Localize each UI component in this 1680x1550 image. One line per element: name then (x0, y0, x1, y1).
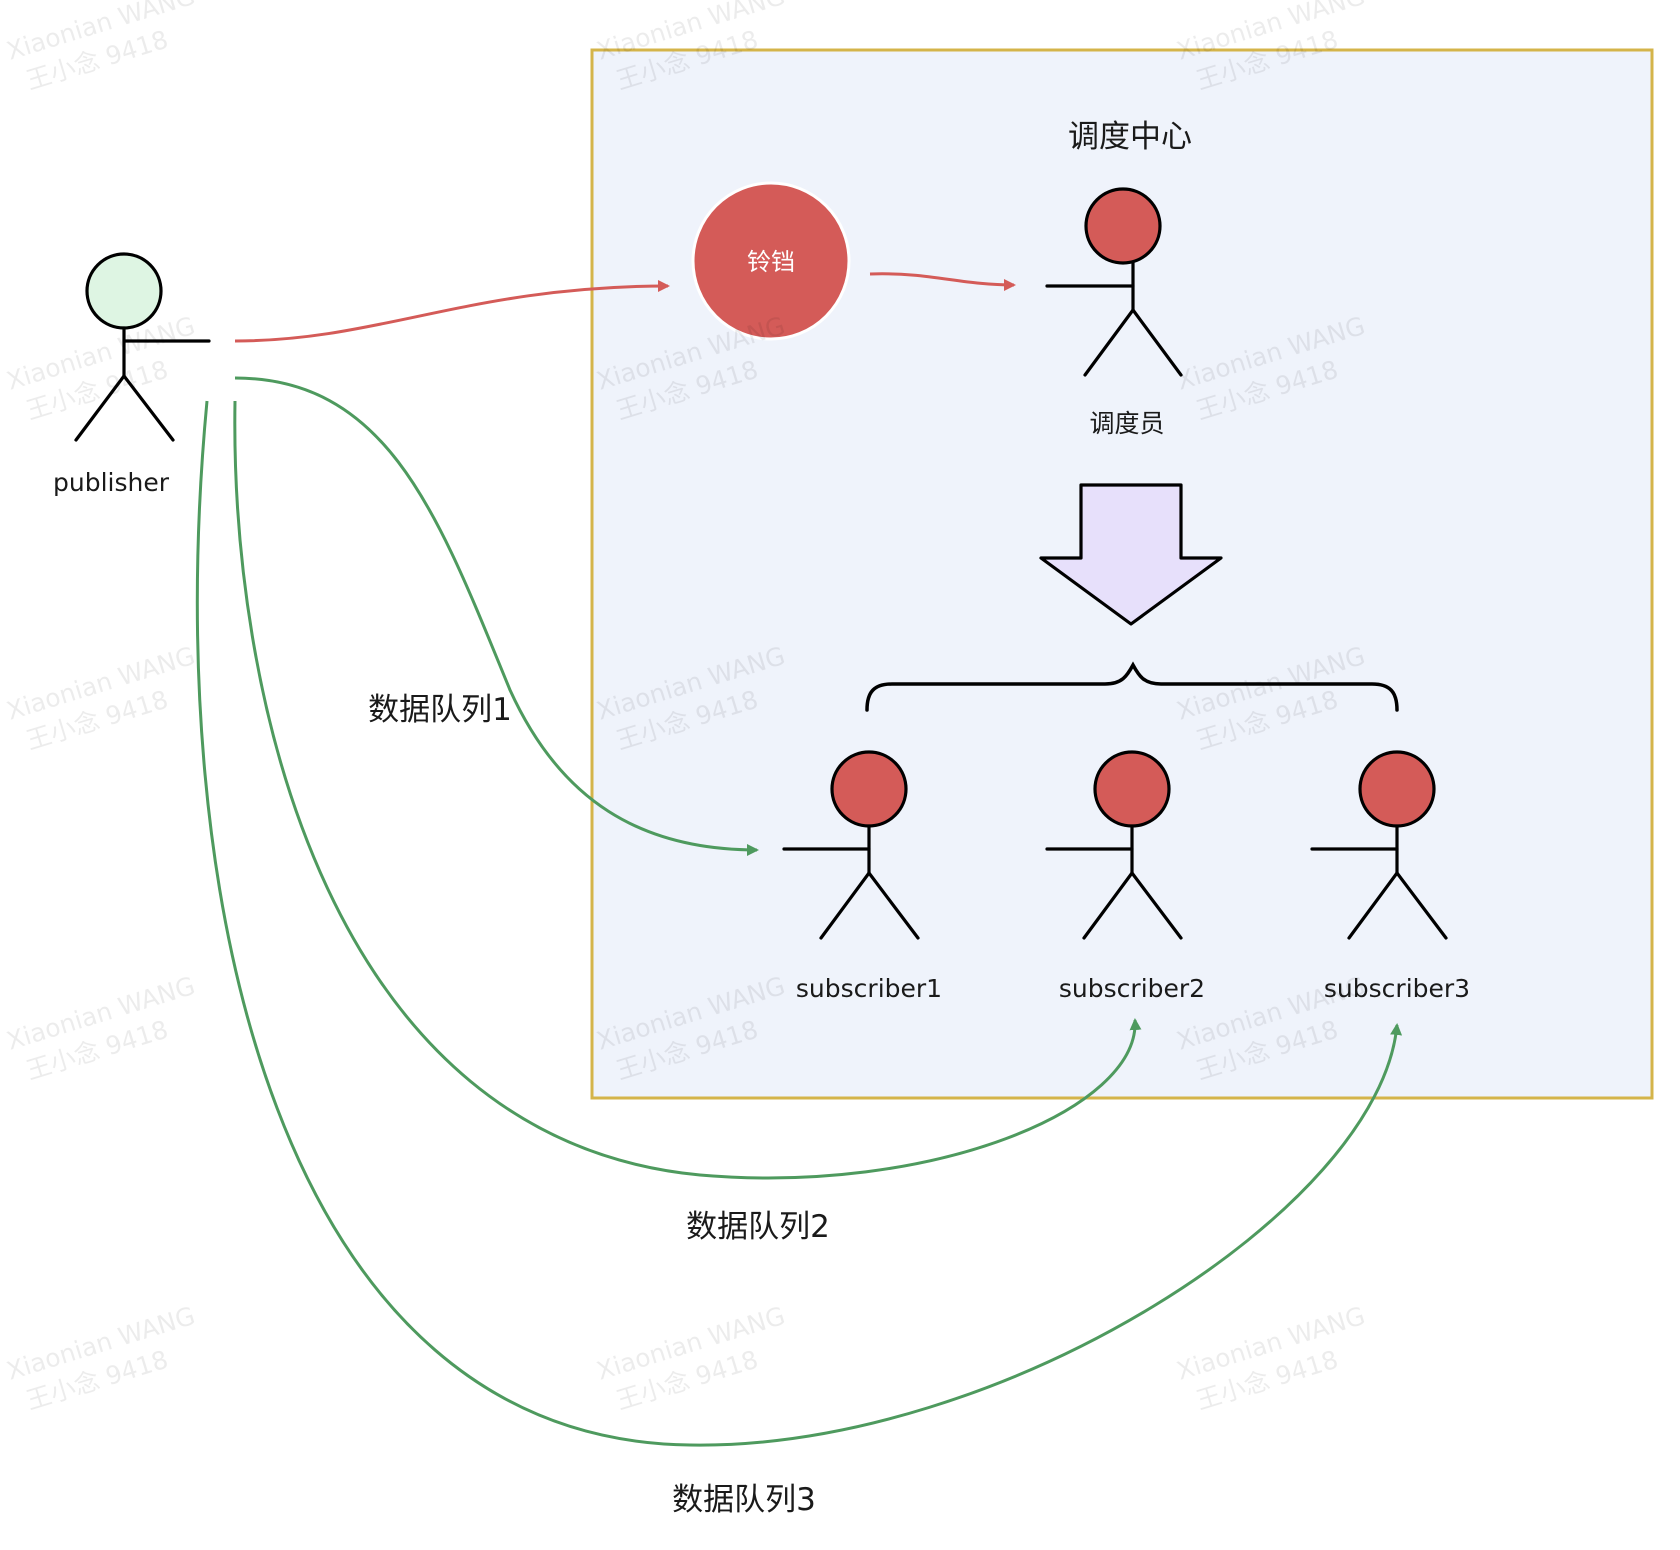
dispatch-down-arrow (1039, 483, 1223, 626)
publisher-label: publisher (53, 468, 170, 497)
subscriber3-actor (1310, 750, 1448, 940)
data-queue-3-curve (195, 400, 1403, 1447)
data-queue-2-label: 数据队列2 (686, 1209, 830, 1245)
subscriber2-head (1093, 750, 1171, 828)
subscriber2-label: subscriber2 (1059, 974, 1205, 1003)
subscriber3-head (1358, 750, 1436, 828)
subscriber2-actor (1045, 750, 1183, 940)
bell-event-node (691, 181, 851, 341)
bell-to-dispatcher-arrow (869, 272, 1016, 291)
data-queue-1-curve (234, 376, 759, 856)
group-title: 调度中心 (1068, 119, 1192, 155)
subscriber1-label: subscriber1 (796, 974, 942, 1003)
dispatcher-actor (1045, 187, 1183, 377)
data-queue-2-curve (233, 400, 1142, 1180)
subscriber3-label: subscriber3 (1324, 974, 1470, 1003)
publisher-actor (74, 252, 211, 442)
data-queue-1-label: 数据队列1 (368, 692, 512, 728)
subscribers-brace (865, 661, 1399, 712)
dispatcher-label: 调度员 (1089, 409, 1164, 438)
data-queue-3-label: 数据队列3 (672, 1482, 816, 1518)
bell-event-label: 铃铛 (747, 248, 795, 276)
subscriber1-head (830, 750, 908, 828)
dispatcher-head (1084, 187, 1162, 265)
subscriber1-actor (782, 750, 920, 940)
publisher-to-bell-arrow (234, 280, 670, 343)
publisher-head (85, 252, 163, 330)
